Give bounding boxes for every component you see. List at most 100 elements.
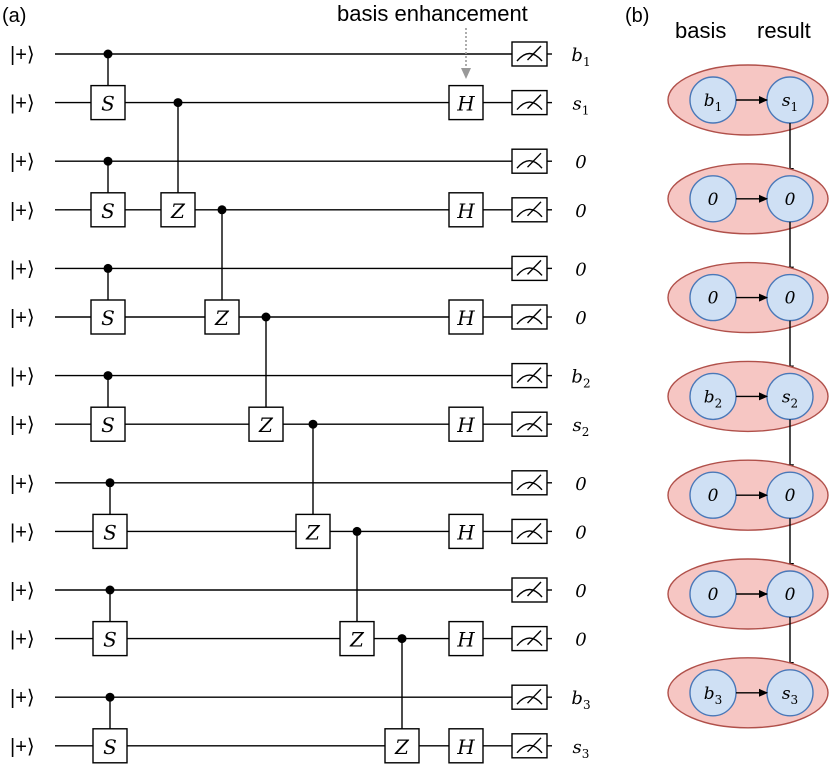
- result-node-label-main: s: [782, 387, 791, 407]
- z-gate-label: Z: [214, 306, 230, 330]
- s-gate-label: S: [101, 306, 115, 330]
- basis-node-label-subscript: 2: [715, 396, 723, 410]
- input-state-label: |+⟩: [10, 93, 35, 115]
- result-node-label-main: 0: [785, 486, 796, 506]
- basis-node-label-main: 0: [708, 289, 719, 309]
- s-gate-label: S: [101, 413, 115, 437]
- result-node-label-main: s: [782, 684, 791, 704]
- basis-node-label-main: 0: [708, 486, 719, 506]
- output-label: 0: [575, 308, 586, 329]
- output-label-main: b: [571, 45, 583, 66]
- output-label-main: 0: [575, 259, 586, 280]
- measurement-icon: [511, 197, 548, 223]
- output-label: b2: [571, 367, 590, 391]
- output-label-main: 0: [575, 474, 586, 495]
- measurement-icon: [511, 304, 548, 330]
- control-dot: [103, 263, 113, 273]
- input-state-label: |+⟩: [10, 687, 35, 709]
- h-gate: [448, 406, 484, 442]
- output-label: 0: [575, 152, 586, 173]
- output-label-subscript: 1: [583, 55, 591, 69]
- result-node-label: 0: [785, 585, 796, 605]
- measurement-icon: [511, 518, 548, 545]
- basis-node-label: 0: [708, 585, 719, 605]
- s-gate: [90, 406, 126, 442]
- input-state-label: |+⟩: [10, 629, 35, 651]
- basis-node-label: 0: [708, 486, 719, 506]
- output-label-main: b: [571, 688, 583, 709]
- input-state-label: |+⟩: [10, 473, 35, 495]
- input-state-label: |+⟩: [10, 521, 35, 543]
- h-gate: [448, 513, 484, 550]
- h-gate-label: H: [456, 199, 475, 223]
- control-dot: [308, 419, 318, 429]
- basis-node-label-main: 0: [708, 585, 719, 605]
- s-gate-label: S: [101, 199, 115, 223]
- result-node-label-subscript: 2: [791, 396, 799, 410]
- s-gate-label: S: [103, 735, 117, 759]
- z-gate: [384, 728, 420, 764]
- input-state-label: |+⟩: [10, 736, 35, 758]
- output-label: s1: [573, 94, 590, 118]
- z-gate: [295, 513, 331, 550]
- basis-node-label-main: b: [704, 387, 715, 407]
- control-dot: [217, 205, 227, 215]
- output-label-main: 0: [575, 201, 586, 222]
- output-label: 0: [575, 630, 586, 651]
- basis-node-label: b1: [704, 91, 723, 114]
- h-gate: [448, 299, 484, 335]
- output-label: 0: [575, 522, 586, 543]
- measurement-icon: [511, 89, 548, 116]
- basis-node-label-subscript: 1: [715, 100, 723, 114]
- basis-node-label-main: b: [704, 684, 715, 704]
- z-gate-label: Z: [394, 735, 410, 759]
- output-label: s3: [573, 737, 590, 761]
- output-label: 0: [575, 581, 586, 602]
- control-dot: [173, 98, 183, 108]
- control-dot: [103, 49, 113, 59]
- annotation-basis-enhancement: basis enhancement: [337, 1, 528, 26]
- basis-node-label: b3: [704, 684, 723, 707]
- header-result: result: [757, 18, 811, 43]
- output-label-subscript: 3: [582, 747, 590, 761]
- h-gate-label: H: [456, 306, 475, 330]
- panel-a-label: (a): [2, 5, 26, 27]
- output-label-subscript: 2: [582, 425, 590, 439]
- h-gate-label: H: [456, 628, 475, 652]
- input-state-label: |+⟩: [10, 44, 35, 66]
- measurement-icon: [511, 625, 548, 652]
- s-gate-label: S: [103, 628, 117, 652]
- result-node-label: s1: [782, 91, 798, 114]
- s-gate: [90, 192, 126, 228]
- h-gate-label: H: [456, 92, 475, 116]
- output-label-subscript: 3: [583, 698, 591, 712]
- input-state-label: |+⟩: [10, 366, 35, 388]
- result-node-label-subscript: 3: [791, 693, 799, 707]
- annotation-arrowhead: [461, 68, 471, 79]
- control-dot: [105, 585, 115, 595]
- h-gate-label: H: [456, 520, 475, 544]
- h-gate: [448, 728, 484, 764]
- result-node-label: 0: [785, 289, 796, 309]
- result-node-label-main: 0: [785, 585, 796, 605]
- quantum-circuit: |+⟩|+⟩|+⟩|+⟩|+⟩|+⟩|+⟩|+⟩|+⟩|+⟩|+⟩|+⟩|+⟩|…: [10, 28, 591, 764]
- control-dot: [397, 634, 407, 644]
- result-node-label: s2: [782, 387, 798, 410]
- control-dot: [261, 312, 271, 322]
- s-gate: [92, 513, 128, 550]
- z-gate: [160, 192, 196, 228]
- output-label-subscript: 1: [582, 104, 590, 118]
- input-state-label: |+⟩: [10, 414, 35, 436]
- result-node-label-main: 0: [785, 289, 796, 309]
- output-label: b1: [571, 45, 590, 69]
- input-state-label: |+⟩: [10, 307, 35, 329]
- measurement-icon: [511, 411, 548, 437]
- control-dot: [352, 526, 362, 536]
- measurement-icon: [511, 362, 548, 389]
- h-gate: [448, 192, 484, 228]
- result-node-label: s3: [782, 684, 798, 707]
- output-label: 0: [575, 201, 586, 222]
- h-gate: [448, 84, 484, 121]
